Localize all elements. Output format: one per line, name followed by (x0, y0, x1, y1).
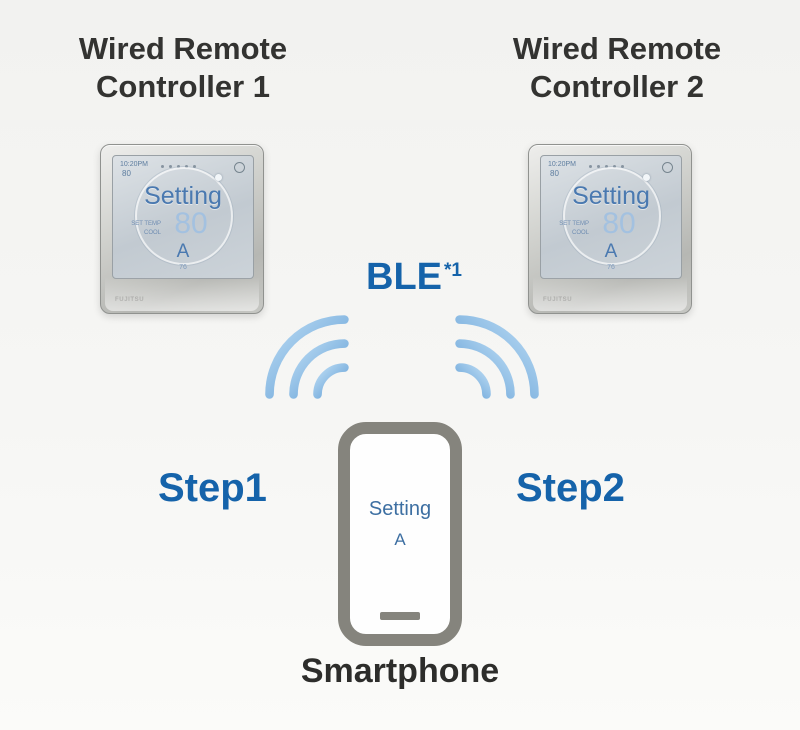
mode-label: COOL (143, 230, 161, 236)
step1-label: Step1 (158, 466, 267, 510)
set-temp-label: SET TEMP COOL (131, 220, 161, 238)
smartphone-screen: Setting A (350, 498, 450, 550)
smartphone-setting-label: Setting (368, 498, 432, 520)
set-temp-value: 80 (602, 207, 636, 240)
set-temp-value: 80 (174, 207, 208, 240)
mode-label: COOL (571, 230, 589, 236)
power-icon (234, 162, 245, 173)
screen-top-temp: 80 (122, 169, 131, 178)
remote-controller-2: 10:20PM 80 Setting SET TEMP COOL 80 A 76… (528, 144, 692, 314)
ble-signal-left-icon (265, 315, 349, 399)
heading-controller-1: Wired Remote Controller 1 (78, 31, 288, 104)
ble-footnote: *1 (444, 260, 462, 281)
smartphone-caption: Smartphone (300, 652, 500, 690)
ble-signal-right-icon (455, 315, 539, 399)
bottom-temp: 76 (179, 264, 187, 271)
ble-label: BLE*1 (318, 256, 508, 299)
heading-controller-2: Wired Remote Controller 2 (512, 31, 722, 104)
controller-screen: 10:20PM 80 Setting SET TEMP COOL 80 A 76 (112, 155, 254, 279)
set-temp-text: SET TEMP (131, 221, 161, 227)
set-temp-text: SET TEMP (559, 221, 589, 227)
screen-setting-label: Setting (144, 182, 222, 210)
menu-dots-icon (161, 165, 201, 168)
step2-label: Step2 (516, 466, 625, 510)
brand-logo: FUJITSU (543, 297, 573, 303)
remote-controller-1: 10:20PM 80 Setting SET TEMP COOL 80 A 76… (100, 144, 264, 314)
menu-dots-icon (589, 165, 629, 168)
power-icon (662, 162, 673, 173)
smartphone: Setting A (338, 422, 462, 646)
zone-label: A (176, 241, 190, 262)
controller-screen: 10:20PM 80 Setting SET TEMP COOL 80 A 76 (540, 155, 682, 279)
screen-clock: 10:20PM (548, 161, 577, 168)
screen-clock: 10:20PM (120, 161, 149, 168)
brand-logo: FUJITSU (115, 297, 145, 303)
bottom-temp: 76 (607, 264, 615, 271)
home-button-icon (380, 612, 420, 620)
dial-ring-icon (563, 167, 661, 265)
ble-text: BLE (366, 256, 443, 298)
screen-setting-label: Setting (572, 182, 650, 210)
set-temp-label: SET TEMP COOL (559, 220, 589, 238)
dial-ring-icon (135, 167, 233, 265)
smartphone-zone-label: A (394, 530, 406, 549)
zone-label: A (604, 241, 618, 262)
screen-top-temp: 80 (550, 169, 559, 178)
